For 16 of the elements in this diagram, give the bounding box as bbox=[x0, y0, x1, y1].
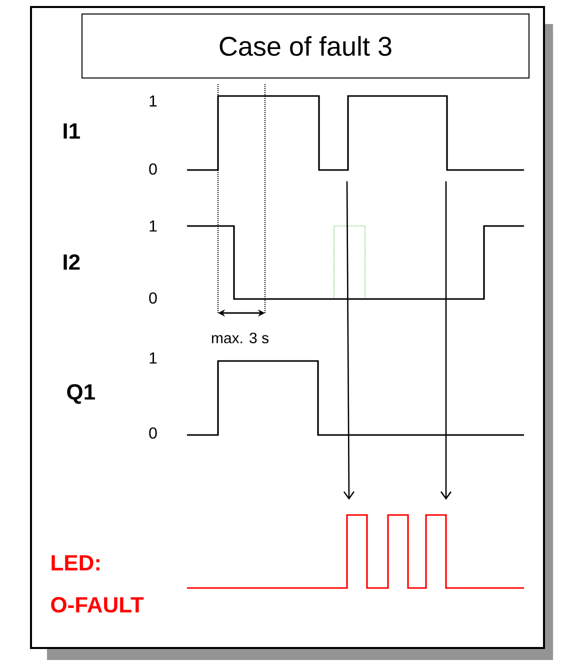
title-box: Case of fault 3 bbox=[82, 14, 530, 78]
level-label: 0 bbox=[149, 427, 157, 439]
level-label: 1 bbox=[150, 220, 157, 232]
level-label: 0 bbox=[149, 292, 157, 304]
signal-name: I2 bbox=[64, 254, 80, 270]
signal-waveform bbox=[187, 514, 524, 589]
level-label: 1 bbox=[150, 352, 157, 364]
arrow bbox=[343, 181, 354, 500]
level-label: 0 bbox=[149, 163, 157, 175]
dimension-label: max. 3 s bbox=[212, 332, 268, 344]
signal-name: LED: O-FAULT bbox=[51, 555, 144, 613]
signal-waveform bbox=[187, 95, 524, 171]
level-label: 1 bbox=[150, 96, 157, 106]
arrow bbox=[440, 181, 452, 500]
signal-name: I1 bbox=[64, 123, 80, 139]
signal-name: Q1 bbox=[67, 384, 95, 404]
